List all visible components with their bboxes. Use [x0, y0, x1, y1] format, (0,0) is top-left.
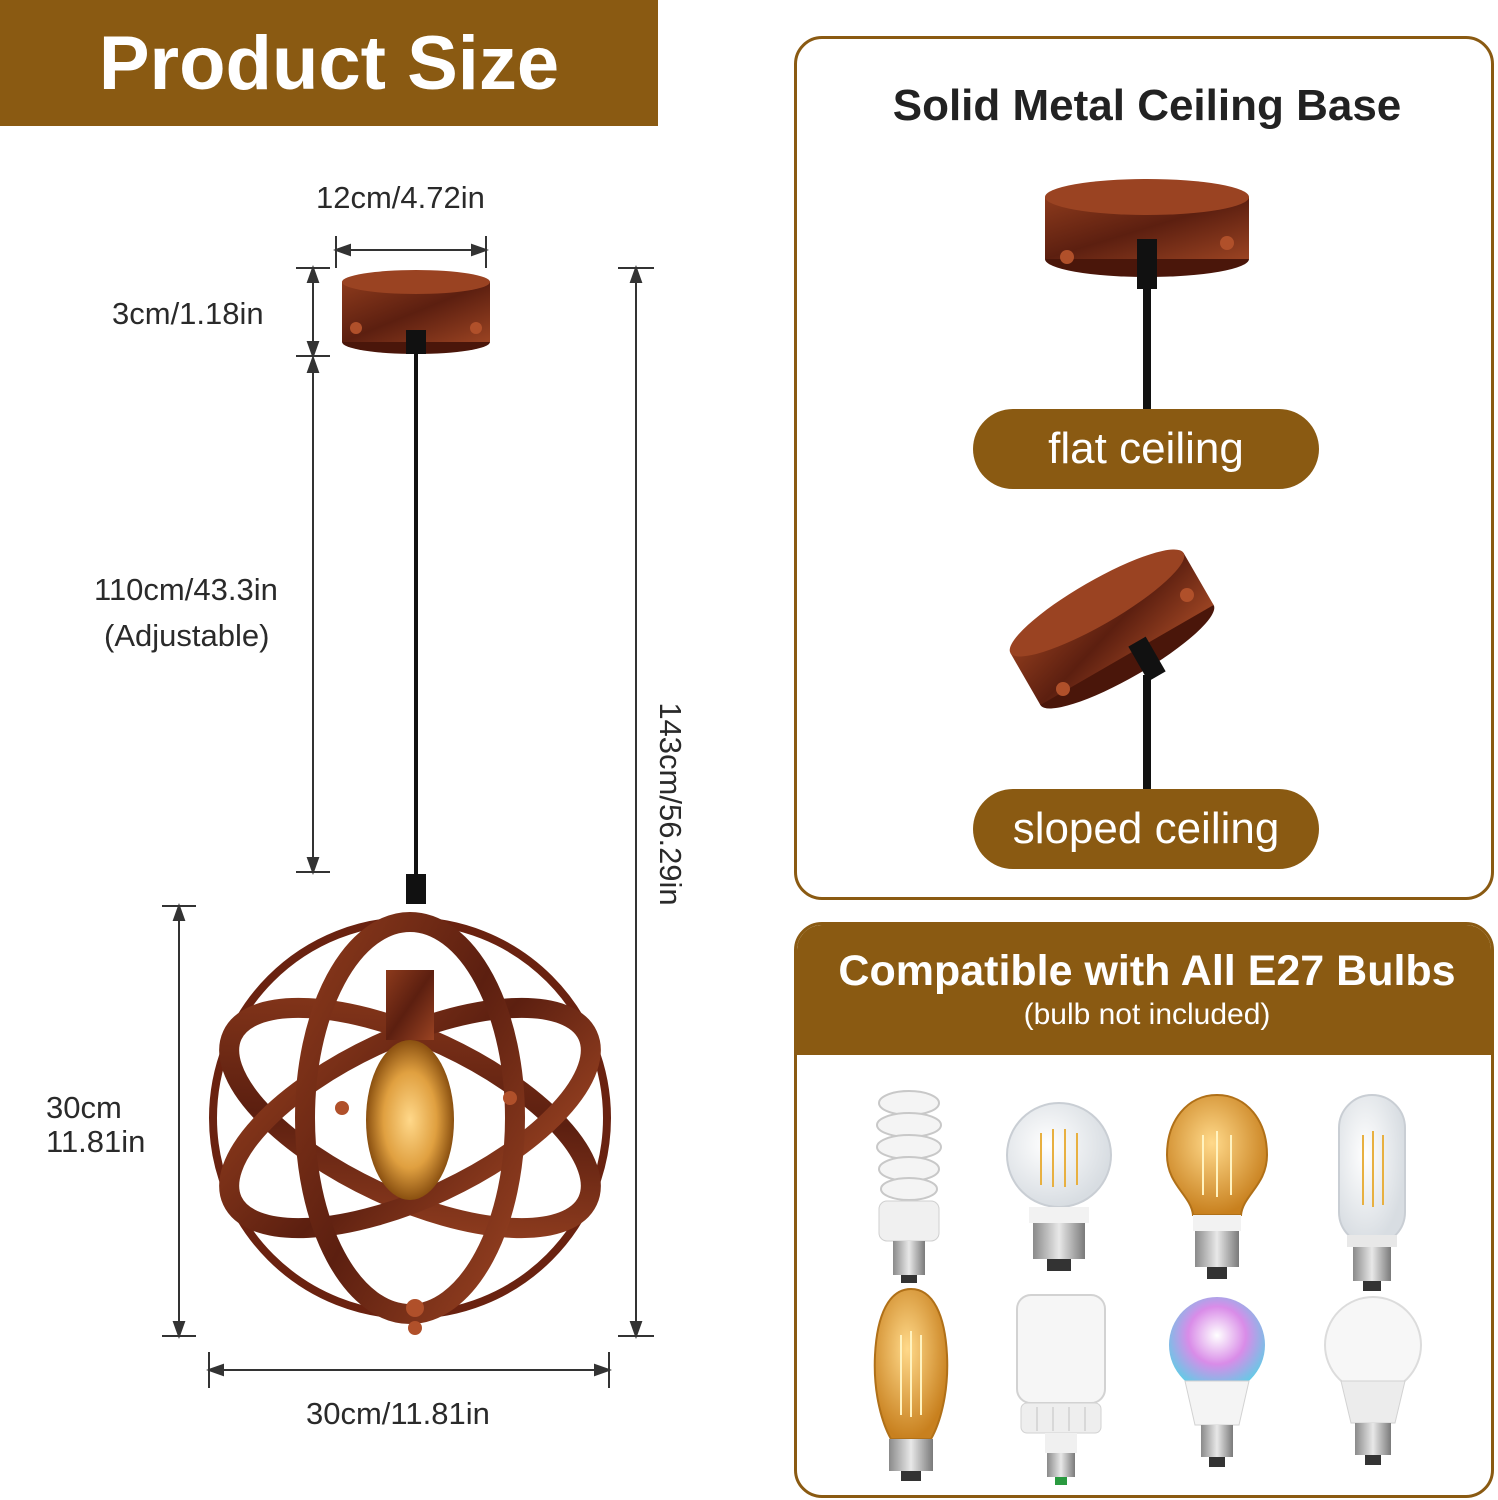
white-a19-led-bulb-icon [1324, 1296, 1422, 1465]
sloped-ceiling-badge: sloped ceiling [973, 789, 1319, 869]
white-corn-led-bulb-icon [1016, 1294, 1106, 1485]
base-height-arrow [296, 265, 330, 359]
base-width-label: 12cm/4.72in [316, 180, 485, 215]
bulb-panel-header: Compatible with All E27 Bulbs (bulb not … [797, 925, 1491, 1055]
amber-st64-filament-bulb-icon [873, 1287, 949, 1481]
sphere-pendant-drawing [209, 912, 611, 1335]
globe-height-cm-label: 30cm [46, 1090, 122, 1125]
ceiling-base-panel: Solid Metal Ceiling Base [794, 36, 1494, 900]
cord-length-arrow [296, 355, 330, 875]
bulb-compat-panel: Compatible with All E27 Bulbs (bulb not … [794, 922, 1494, 1498]
cord-length-label: 110cm/43.3in [94, 572, 278, 607]
bulb-panel-subtitle: (bulb not included) [1023, 998, 1271, 1031]
clear-globe-filament-bulb-icon [1006, 1102, 1112, 1271]
spiral-cfl-bulb-icon [876, 1090, 942, 1283]
rgb-led-bulb-icon [1169, 1297, 1265, 1467]
globe-width-label: 30cm/11.81in [306, 1396, 490, 1431]
cord-adjustable-note: (Adjustable) [104, 618, 270, 653]
total-height-arrow [618, 265, 654, 1339]
base-width-arrow [333, 236, 489, 268]
flat-ceiling-badge: flat ceiling [973, 409, 1319, 489]
globe-height-arrow [162, 903, 196, 1339]
globe-width-arrow [206, 1352, 612, 1388]
product-size-banner: Product Size [0, 0, 658, 126]
bulb-panel-title: Compatible with All E27 Bulbs [838, 947, 1456, 995]
flat-ceiling-label: flat ceiling [1048, 424, 1244, 473]
total-height-label: 143cm/56.29in [653, 702, 688, 906]
dimension-drawing [162, 236, 654, 1388]
bulb-grid [873, 1090, 1422, 1485]
sloped-ceiling-base-icon [1009, 549, 1215, 791]
banner-title: Product Size [98, 20, 560, 106]
ceiling-base-illustrations [1009, 179, 1249, 791]
globe-height-in-label: 11.81in [46, 1124, 146, 1159]
sloped-ceiling-label: sloped ceiling [1012, 804, 1280, 853]
flat-ceiling-base-icon [1045, 179, 1249, 411]
cord-connector [406, 874, 426, 904]
ceiling-base-drawing [342, 270, 490, 354]
base-height-label: 3cm/1.18in [112, 296, 264, 331]
amber-a19-filament-bulb-icon [1165, 1093, 1269, 1279]
ceiling-panel-title: Solid Metal Ceiling Base [892, 81, 1402, 130]
clear-tubular-filament-bulb-icon [1338, 1094, 1406, 1291]
